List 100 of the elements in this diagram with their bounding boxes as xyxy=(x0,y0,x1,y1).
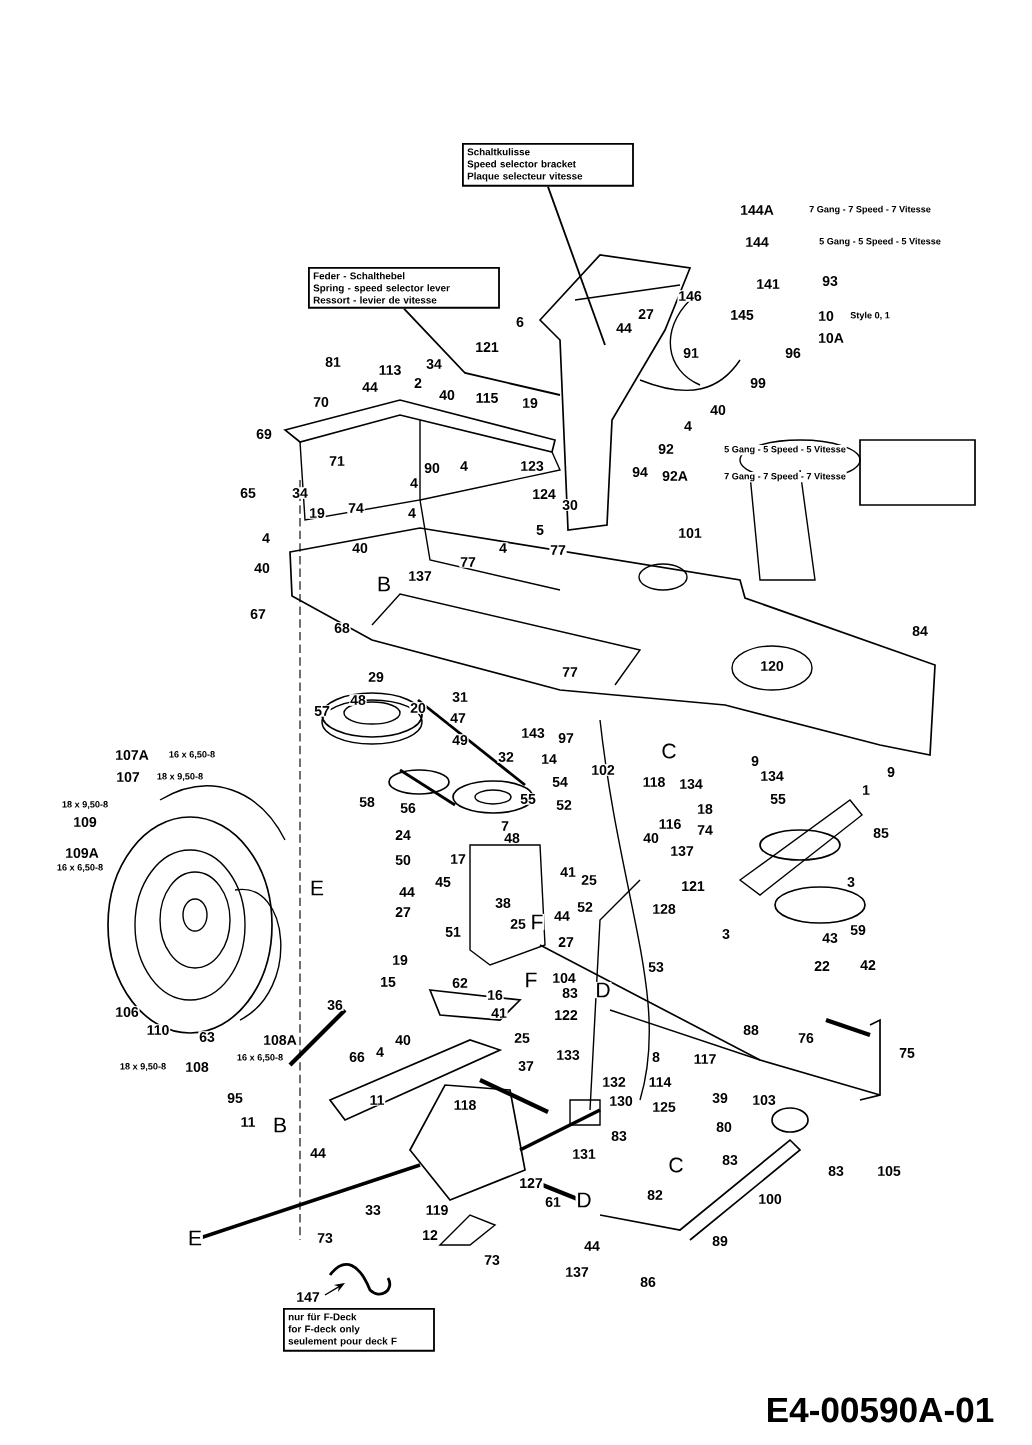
callout-number: 92A xyxy=(661,470,689,482)
callout-number: 11 xyxy=(368,1094,386,1106)
callout-number: 32 xyxy=(497,751,515,763)
callout-number: 4 xyxy=(261,532,271,544)
callout-number: 40 xyxy=(253,562,271,574)
callout-number: 95 xyxy=(226,1092,244,1104)
callout-number: 123 xyxy=(519,460,545,472)
callout-number: 44 xyxy=(553,910,571,922)
callout-number: 77 xyxy=(561,666,579,678)
callout-number: 24 xyxy=(394,829,412,841)
callout-number: 130 xyxy=(608,1095,634,1107)
reference-letter: E xyxy=(309,879,325,897)
callout-number: 4 xyxy=(498,542,508,554)
callout-number: 99 xyxy=(749,377,767,389)
callout-number: 19 xyxy=(391,954,409,966)
callout-number: 3 xyxy=(721,928,731,940)
callout-number: 104 xyxy=(551,972,577,984)
callout-number: 80 xyxy=(715,1121,733,1133)
callout-number: 122 xyxy=(553,1009,579,1021)
leader-line xyxy=(403,307,561,396)
callout-number: 77 xyxy=(459,556,477,568)
callout-number: 137 xyxy=(669,845,695,857)
callout-number: 127 xyxy=(518,1177,544,1189)
reference-letter: C xyxy=(660,742,678,760)
callout-number: 101 xyxy=(677,527,703,539)
variant-note: 18 x 9,50-8 xyxy=(119,1062,167,1072)
callout-number: 97 xyxy=(557,732,575,744)
callout-number: 134 xyxy=(678,778,704,790)
callout-number: 40 xyxy=(351,542,369,554)
callout-number: 137 xyxy=(564,1266,590,1278)
callout-number: 9 xyxy=(886,766,896,778)
callout-number: 27 xyxy=(637,308,655,320)
callout-number: 40 xyxy=(642,832,660,844)
callout-number: 70 xyxy=(312,396,330,408)
callout-number: 55 xyxy=(769,793,787,805)
callout-number: 43 xyxy=(821,932,839,944)
note-box: Schaltkulisse Speed selector bracket Plaque selecteur vitesse xyxy=(462,143,634,187)
callout-number: 29 xyxy=(367,671,385,683)
callout-number: 131 xyxy=(571,1148,597,1160)
callout-number: 16 xyxy=(486,989,504,1001)
callout-number: 83 xyxy=(827,1165,845,1177)
callout-number: 33 xyxy=(364,1204,382,1216)
reference-letter: D xyxy=(575,1191,593,1209)
callout-number: 54 xyxy=(551,776,569,788)
variant-note: 18 x 9,50-8 xyxy=(61,800,109,810)
variant-note: 16 x 6,50-8 xyxy=(236,1053,284,1063)
callout-number: 57 xyxy=(313,705,331,717)
callout-number: 141 xyxy=(755,278,781,290)
callout-number: 44 xyxy=(398,886,416,898)
callout-number: 108A xyxy=(262,1034,298,1046)
callout-number: 118 xyxy=(452,1099,478,1111)
callout-number: 66 xyxy=(348,1051,366,1063)
callout-number: 107A xyxy=(114,749,150,761)
callout-number: 25 xyxy=(509,918,527,930)
callout-number: 125 xyxy=(651,1101,677,1113)
callout-number: 132 xyxy=(601,1076,627,1088)
callout-number: 34 xyxy=(291,487,309,499)
callout-number: 88 xyxy=(742,1024,760,1036)
callout-number: 74 xyxy=(696,824,714,836)
callout-number: 92 xyxy=(657,443,675,455)
note-box: Feder - Schalthebel Spring - speed selector lever Ressort - levier de vitesse xyxy=(308,267,500,309)
callout-number: 40 xyxy=(709,404,727,416)
callout-number: 108 xyxy=(184,1061,210,1073)
callout-number: 119 xyxy=(424,1204,450,1216)
callout-number: 6 xyxy=(515,316,525,328)
callout-number: 45 xyxy=(434,876,452,888)
callout-number: 82 xyxy=(646,1189,664,1201)
callout-number: 30 xyxy=(561,499,579,511)
callout-number: 145 xyxy=(729,309,755,321)
reference-letter: B xyxy=(272,1116,288,1134)
callout-number: 121 xyxy=(680,880,706,892)
callout-number: 109A xyxy=(64,847,100,859)
callout-number: 53 xyxy=(647,961,665,973)
callout-number: 137 xyxy=(407,570,433,582)
callout-number: 106 xyxy=(114,1006,140,1018)
callout-number: 55 xyxy=(519,793,537,805)
callout-number: 25 xyxy=(580,874,598,886)
callout-number: 84 xyxy=(911,625,929,637)
callout-number: 4 xyxy=(375,1046,385,1058)
callout-number: 41 xyxy=(559,866,577,878)
callout-number: 146 xyxy=(677,290,703,302)
callout-number: 36 xyxy=(326,999,344,1011)
reference-letter: E xyxy=(187,1229,203,1247)
callout-number: 10A xyxy=(817,332,845,344)
callout-number: 76 xyxy=(797,1032,815,1044)
callout-number: 103 xyxy=(751,1094,777,1106)
callout-number: 19 xyxy=(521,397,539,409)
callout-number: 18 xyxy=(696,803,714,815)
callout-number: 27 xyxy=(394,906,412,918)
callout-number: 10 xyxy=(817,310,835,322)
callout-number: 110 xyxy=(145,1024,171,1036)
callout-number: 48 xyxy=(503,832,521,844)
callout-number: 86 xyxy=(639,1276,657,1288)
callout-number: 58 xyxy=(358,796,376,808)
callout-number: 113 xyxy=(377,364,403,376)
callout-number: 15 xyxy=(379,976,397,988)
callout-number: 77 xyxy=(549,544,567,556)
callout-number: 59 xyxy=(849,924,867,936)
variant-note: 5 Gang - 5 Speed - 5 Vitesse xyxy=(723,444,847,456)
callout-number: 120 xyxy=(759,660,785,672)
